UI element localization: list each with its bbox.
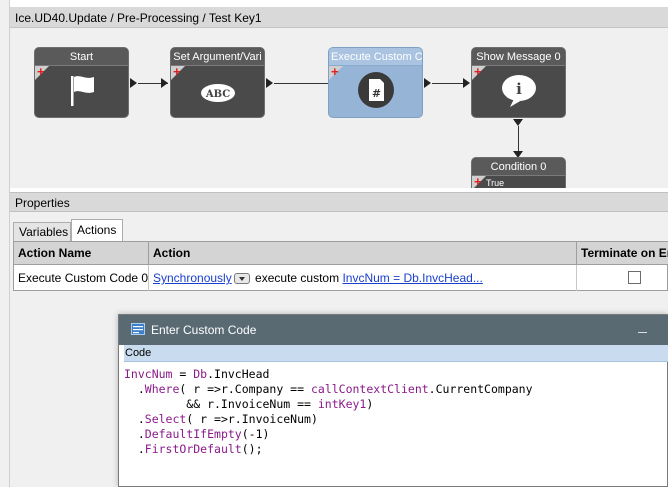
node-start[interactable]: Start + [34, 47, 129, 118]
node-title: Condition 0 [472, 158, 565, 176]
left-gutter [0, 0, 10, 487]
sync-mode-link[interactable]: Synchronously [153, 271, 232, 285]
actions-grid: Action Name Action Terminate on Er Execu… [13, 241, 668, 291]
node-condition[interactable]: Condition 0 + True [471, 157, 566, 188]
action-text: execute custom [251, 271, 343, 285]
dropdown-arrow-icon[interactable] [233, 273, 250, 285]
flag-icon [71, 76, 94, 106]
node-set-argument[interactable]: Set Argument/Vari + ABC [170, 47, 265, 118]
code-token: (-1) [241, 427, 270, 441]
output-port-arrow[interactable] [424, 78, 431, 88]
node-show-message[interactable]: Show Message 0 + i [471, 47, 566, 118]
connector-line [138, 83, 168, 84]
code-token: (); [241, 442, 263, 456]
abc-icon: ABC [201, 84, 235, 102]
connector-line [518, 126, 519, 156]
node-corner [472, 176, 486, 188]
custom-code-dialog: Enter Custom Code Code InvcNum = Db.Invc… [118, 314, 668, 487]
expand-plus-icon[interactable]: + [37, 64, 45, 79]
node-corner [171, 66, 185, 80]
code-token: . [124, 412, 145, 426]
terminate-checkbox[interactable] [628, 271, 641, 284]
node-title: Set Argument/Vari [171, 48, 264, 66]
code-token: InvcNum [124, 367, 173, 381]
column-header-action-name[interactable]: Action Name [14, 242, 149, 265]
workflow-title: Ice.UD40.Update / Pre-Processing / Test … [10, 7, 668, 28]
output-port-arrow[interactable] [266, 78, 273, 88]
code-token: Where [144, 382, 180, 396]
code-section-label: Code [124, 345, 668, 362]
code-token: .InvcHead [207, 367, 270, 381]
tab-actions[interactable]: Actions [71, 219, 123, 241]
node-title: Execute Custom Co [329, 48, 422, 66]
code-token: . [124, 427, 145, 441]
input-arrow [161, 78, 168, 88]
expand-plus-icon[interactable]: + [474, 64, 482, 79]
code-token: callContextClient [310, 382, 429, 396]
code-token: intKey1 [317, 397, 367, 411]
code-token: ( r =>r.Company == [179, 382, 311, 396]
column-header-action[interactable]: Action [149, 242, 577, 265]
code-token: Db [193, 367, 208, 381]
expand-plus-icon[interactable]: + [173, 64, 181, 79]
code-token: ) [366, 397, 374, 411]
properties-header: Properties [10, 192, 668, 212]
node-title: Start [35, 48, 128, 66]
tab-variables[interactable]: Variables [13, 222, 71, 241]
node-corner [329, 66, 343, 80]
node-title: Show Message 0 [472, 48, 565, 66]
custom-code-link[interactable]: InvcNum = Db.InvcHead... [342, 271, 483, 285]
dialog-title-bar[interactable]: Enter Custom Code [119, 315, 668, 345]
code-editor[interactable]: InvcNum = Db.InvcHead .Where( r =>r.Comp… [124, 367, 668, 487]
condition-branch-label: True [486, 178, 505, 188]
code-token: = [172, 367, 194, 381]
code-token: Select [144, 412, 187, 426]
svg-text:#: # [372, 87, 381, 100]
output-port-arrow[interactable] [513, 119, 523, 126]
code-token: DefaultIfEmpty [144, 427, 242, 441]
cell-action-name[interactable]: Execute Custom Code 0 [14, 265, 149, 291]
code-token: . [124, 442, 145, 456]
cell-action[interactable]: Synchronously execute custom InvcNum = D… [149, 265, 577, 291]
code-token: .CurrentCompany [428, 382, 533, 396]
cell-terminate [577, 265, 668, 291]
code-token: . [124, 382, 145, 396]
code-token: ( r =>r.InvoiceNum) [186, 412, 318, 426]
svg-text:ABC: ABC [205, 89, 230, 100]
expand-plus-icon[interactable]: + [331, 64, 339, 79]
workflow-canvas[interactable]: Start + Set Argument/Vari + ABC Execute … [10, 28, 668, 188]
dialog-title: Enter Custom Code [151, 323, 257, 337]
input-arrow [463, 78, 470, 88]
minimize-icon[interactable] [635, 321, 651, 337]
code-token: FirstOrDefault [144, 442, 242, 456]
connector-line [274, 83, 328, 84]
node-corner [472, 66, 486, 80]
input-arrow [513, 151, 523, 158]
connector-line [432, 83, 466, 84]
code-token: && r.InvoiceNum == [124, 397, 318, 411]
code-file-icon: # [358, 72, 394, 108]
column-header-terminate[interactable]: Terminate on Er [577, 242, 668, 265]
expand-plus-icon[interactable]: + [474, 174, 482, 188]
window-icon [131, 323, 145, 335]
output-port-arrow[interactable] [130, 78, 137, 88]
node-corner [35, 66, 49, 80]
info-bubble-icon: i [502, 75, 536, 107]
svg-text:i: i [516, 80, 522, 98]
node-execute-custom-code[interactable]: Execute Custom Co + # [328, 47, 423, 118]
